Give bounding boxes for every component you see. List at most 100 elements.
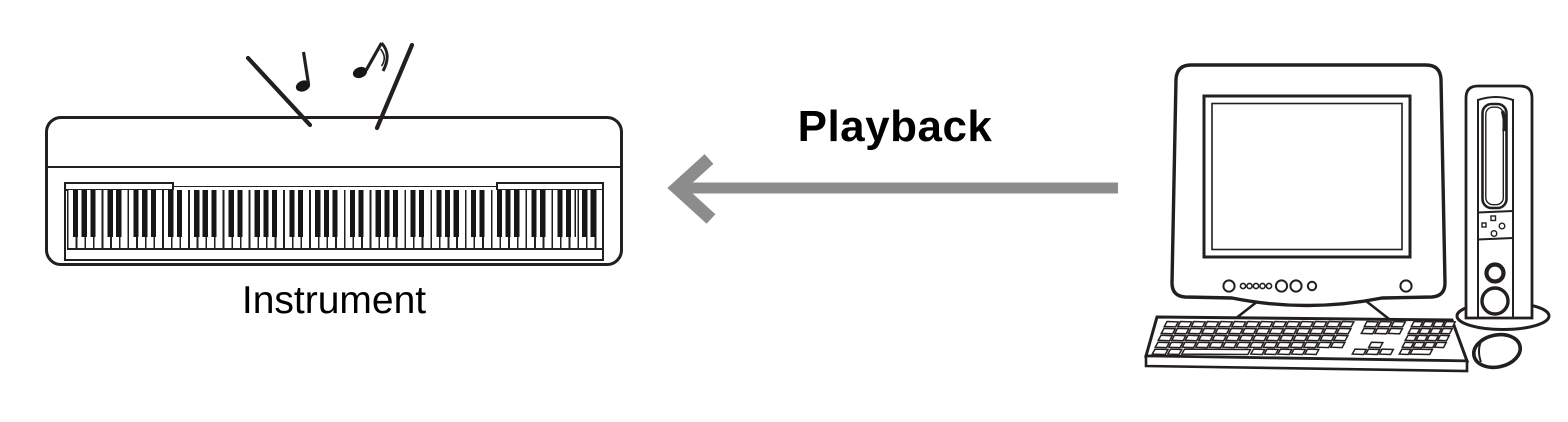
tower-panel-lines: [1477, 210, 1514, 241]
keyboard-key: [1292, 334, 1309, 342]
keyboard-key: [1163, 320, 1180, 328]
keyboard-key: [1208, 341, 1225, 349]
keyboard-key: [1319, 334, 1336, 342]
monitor-buttons: [1222, 279, 1413, 293]
keyboard-key: [1367, 341, 1385, 349]
keyboard-key: [1217, 320, 1234, 328]
keyboard-key: [1197, 334, 1215, 342]
keyboard-key: [1160, 327, 1177, 335]
keyboard-key: [1422, 341, 1437, 349]
keyboard-key: [1325, 320, 1342, 328]
keyboard-key: [1363, 320, 1380, 328]
keyboard-key: [1398, 348, 1413, 356]
keyboard-key: [1211, 334, 1228, 342]
keyboard-key: [1360, 327, 1377, 335]
keyboard-key: [1170, 334, 1188, 342]
keyboard-key: [1308, 327, 1326, 335]
keyboard-key: [1442, 320, 1457, 328]
keyboard-key: [1275, 341, 1293, 349]
keyboard-key: [1401, 341, 1416, 349]
instrument-label: Instrument: [241, 279, 427, 322]
cd-drive-slot-inner: [1485, 106, 1505, 206]
keyboard-key: [1244, 320, 1261, 328]
keyboard-key: [1404, 334, 1419, 342]
keyboard-key: [1411, 341, 1426, 349]
keyboard-key: [1378, 348, 1395, 356]
keyboard-key: [1298, 320, 1315, 328]
keyboard-key: [1230, 320, 1248, 328]
keyboard-key: [1322, 327, 1339, 335]
piano-body-divider: [46, 166, 622, 168]
keyboard-key: [1284, 320, 1302, 328]
keyboard-key: [1176, 320, 1194, 328]
computer-keyboard: [1144, 315, 1470, 373]
computer-mouse: [1471, 332, 1523, 370]
keyboard-key: [1200, 327, 1218, 335]
keyboard-key: [1173, 327, 1191, 335]
keyboard-key: [1332, 334, 1350, 342]
keyboard-key: [1180, 348, 1252, 356]
keyboard-key: [1167, 341, 1185, 349]
keyboard-key: [1407, 327, 1422, 335]
keyboard-key: [1157, 334, 1174, 342]
keyboard-key: [1329, 341, 1347, 349]
keyboard-key: [1249, 348, 1267, 356]
keyboard-key: [1181, 341, 1198, 349]
keyboard-key: [1268, 327, 1285, 335]
sound-line-left: [245, 55, 313, 128]
keyboard-key: [1420, 320, 1435, 328]
tower-knob-small: [1484, 262, 1506, 284]
keyboard-key: [1154, 341, 1171, 349]
keyboard-key: [1265, 334, 1282, 342]
keyboard-key: [1338, 320, 1356, 328]
keyboard-key: [1433, 341, 1448, 349]
monitor-screen-inner: [1211, 102, 1403, 251]
keyboard-key: [1390, 320, 1407, 328]
keyboard-key: [1303, 348, 1321, 356]
cd-drive-accent: [1500, 110, 1507, 132]
keyboard-key: [1214, 327, 1231, 335]
keyboard-key: [1281, 327, 1299, 335]
keyboard-key: [1410, 320, 1425, 328]
mouse-body: [1471, 332, 1523, 370]
playback-arrow-head: [667, 154, 716, 224]
keyboard-key: [1408, 348, 1434, 356]
monitor-pedestal-right: [1365, 299, 1390, 321]
keyboard-key: [1387, 327, 1404, 335]
keyboard-key: [1373, 327, 1391, 335]
quarter-note-icon: [295, 51, 311, 92]
keyboard-key: [1203, 320, 1221, 328]
keyboard-key: [1436, 334, 1451, 342]
keyboard-key: [1166, 348, 1184, 356]
playback-label: Playback: [797, 102, 993, 151]
keyboard-key: [1235, 341, 1252, 349]
keyboard-key: [1262, 341, 1279, 349]
computer-illustration: [1144, 63, 1551, 373]
keyboard-key: [1184, 334, 1201, 342]
keyboard-key: [1190, 320, 1207, 328]
keyboard-key: [1241, 327, 1258, 335]
keyboard-key: [1351, 348, 1368, 356]
keyboard-key: [1151, 348, 1170, 356]
keyboard-key: [1289, 341, 1306, 349]
keyboard-key: [1302, 341, 1320, 349]
keyboard-keys: [1151, 320, 1457, 356]
playback-arrow: [667, 154, 1118, 224]
cd-drive-slot: [1481, 102, 1508, 210]
keyboard-key: [1221, 341, 1239, 349]
keyboard-key: [1425, 334, 1440, 342]
monitor-body: [1170, 63, 1447, 308]
tower-panel-details: [1481, 215, 1506, 237]
piano-white-keys: [66, 190, 602, 250]
keyboard-front: [1144, 354, 1469, 373]
tower-front-edges: [1477, 99, 1514, 318]
tower-knob-large: [1480, 286, 1510, 316]
keyboard-key: [1316, 341, 1333, 349]
keyboard-key: [1290, 348, 1307, 356]
keyboard-key: [1295, 327, 1312, 335]
keyboard-key: [1417, 327, 1432, 335]
keyboard-key: [1271, 320, 1288, 328]
keyboard-key: [1335, 327, 1353, 335]
keyboard-key: [1194, 341, 1212, 349]
tower-shell: [1464, 84, 1534, 320]
